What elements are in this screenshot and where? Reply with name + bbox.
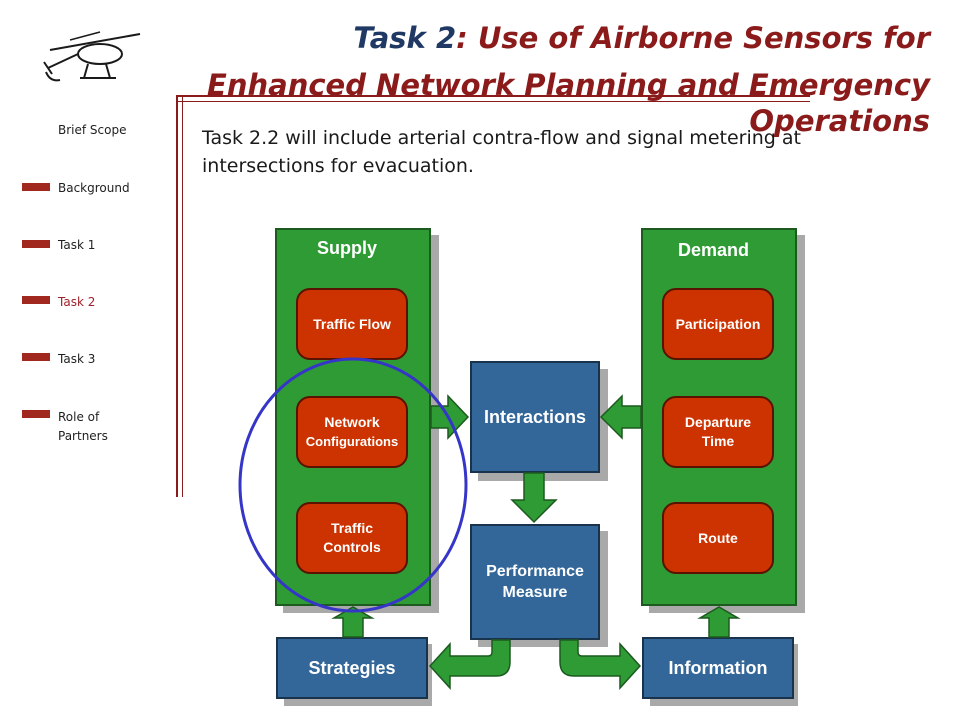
controls-label: Controls [323,539,381,555]
traffic-label: Traffic [330,520,373,536]
title-line-1: Task 2: Use of Airborne Sensors for [40,20,930,56]
departure-time-box: Departure Time [662,396,774,468]
nav-item-background[interactable]: Background [58,181,130,195]
body-text: Task 2.2 will include arterial contra-fl… [202,127,801,177]
arrow-demand-to-interactions [599,394,642,440]
route-label: Route [698,529,738,546]
nav-item-brief-scope[interactable]: Brief Scope [58,123,127,137]
participation-box: Participation [662,288,774,360]
arrow-interactions-to-performance [510,472,558,524]
nav-item-task-3[interactable]: Task 3 [58,352,96,366]
nav-bullet-task-3 [22,353,50,361]
supply-title: Supply [317,238,378,258]
title-underline-bottom [176,101,810,102]
departure-label: Departure [684,414,752,430]
measure-label: Measure [502,584,568,601]
sidebar-divider-left [176,95,178,497]
sidebar-divider-right [182,95,183,497]
configurations-label: Configurations [305,434,399,449]
highlight-circle [238,357,468,613]
nav-bullet-background [22,183,50,191]
arrow-strategies-to-supply [331,606,375,638]
information-label: Information [668,657,768,678]
nav-item-task-1[interactable]: Task 1 [58,238,96,252]
title-task-word: Task 2 [353,21,457,55]
information-box: Information [642,637,794,699]
title-line-1-rest: : Use of Airborne Sensors for [456,21,930,55]
title-underline-top [176,95,810,97]
route-box: Route [662,502,774,574]
nav-bullet-task-2 [22,296,50,304]
strategies-box: Strategies [276,637,428,699]
nav-bullet-role-of-partners [22,410,50,418]
traffic-controls-box: Traffic Controls [296,502,408,574]
arrow-performance-to-strategies [428,639,511,690]
arrow-performance-to-information [559,639,642,690]
nav-bullet-task-1 [22,240,50,248]
arrow-information-to-demand [697,606,741,638]
network-configurations-box: Network Configurations [296,396,408,468]
interactions-box: Interactions [470,361,600,473]
network-label: Network [324,414,380,430]
traffic-flow-label: Traffic Flow [313,315,391,332]
nav-item-task-2[interactable]: Task 2 [58,295,96,309]
participation-label: Participation [675,315,761,332]
strategies-label: Strategies [308,657,396,678]
time-label: Time [701,433,735,449]
nav-item-role-of-partners[interactable]: Role of Partners [58,410,108,443]
traffic-flow-box: Traffic Flow [296,288,408,360]
performance-label: Performance [486,563,584,580]
interactions-label: Interactions [483,406,587,427]
helicopter-logo [43,31,141,82]
performance-measure-box: Performance Measure [470,524,600,640]
demand-title: Demand [678,240,750,260]
